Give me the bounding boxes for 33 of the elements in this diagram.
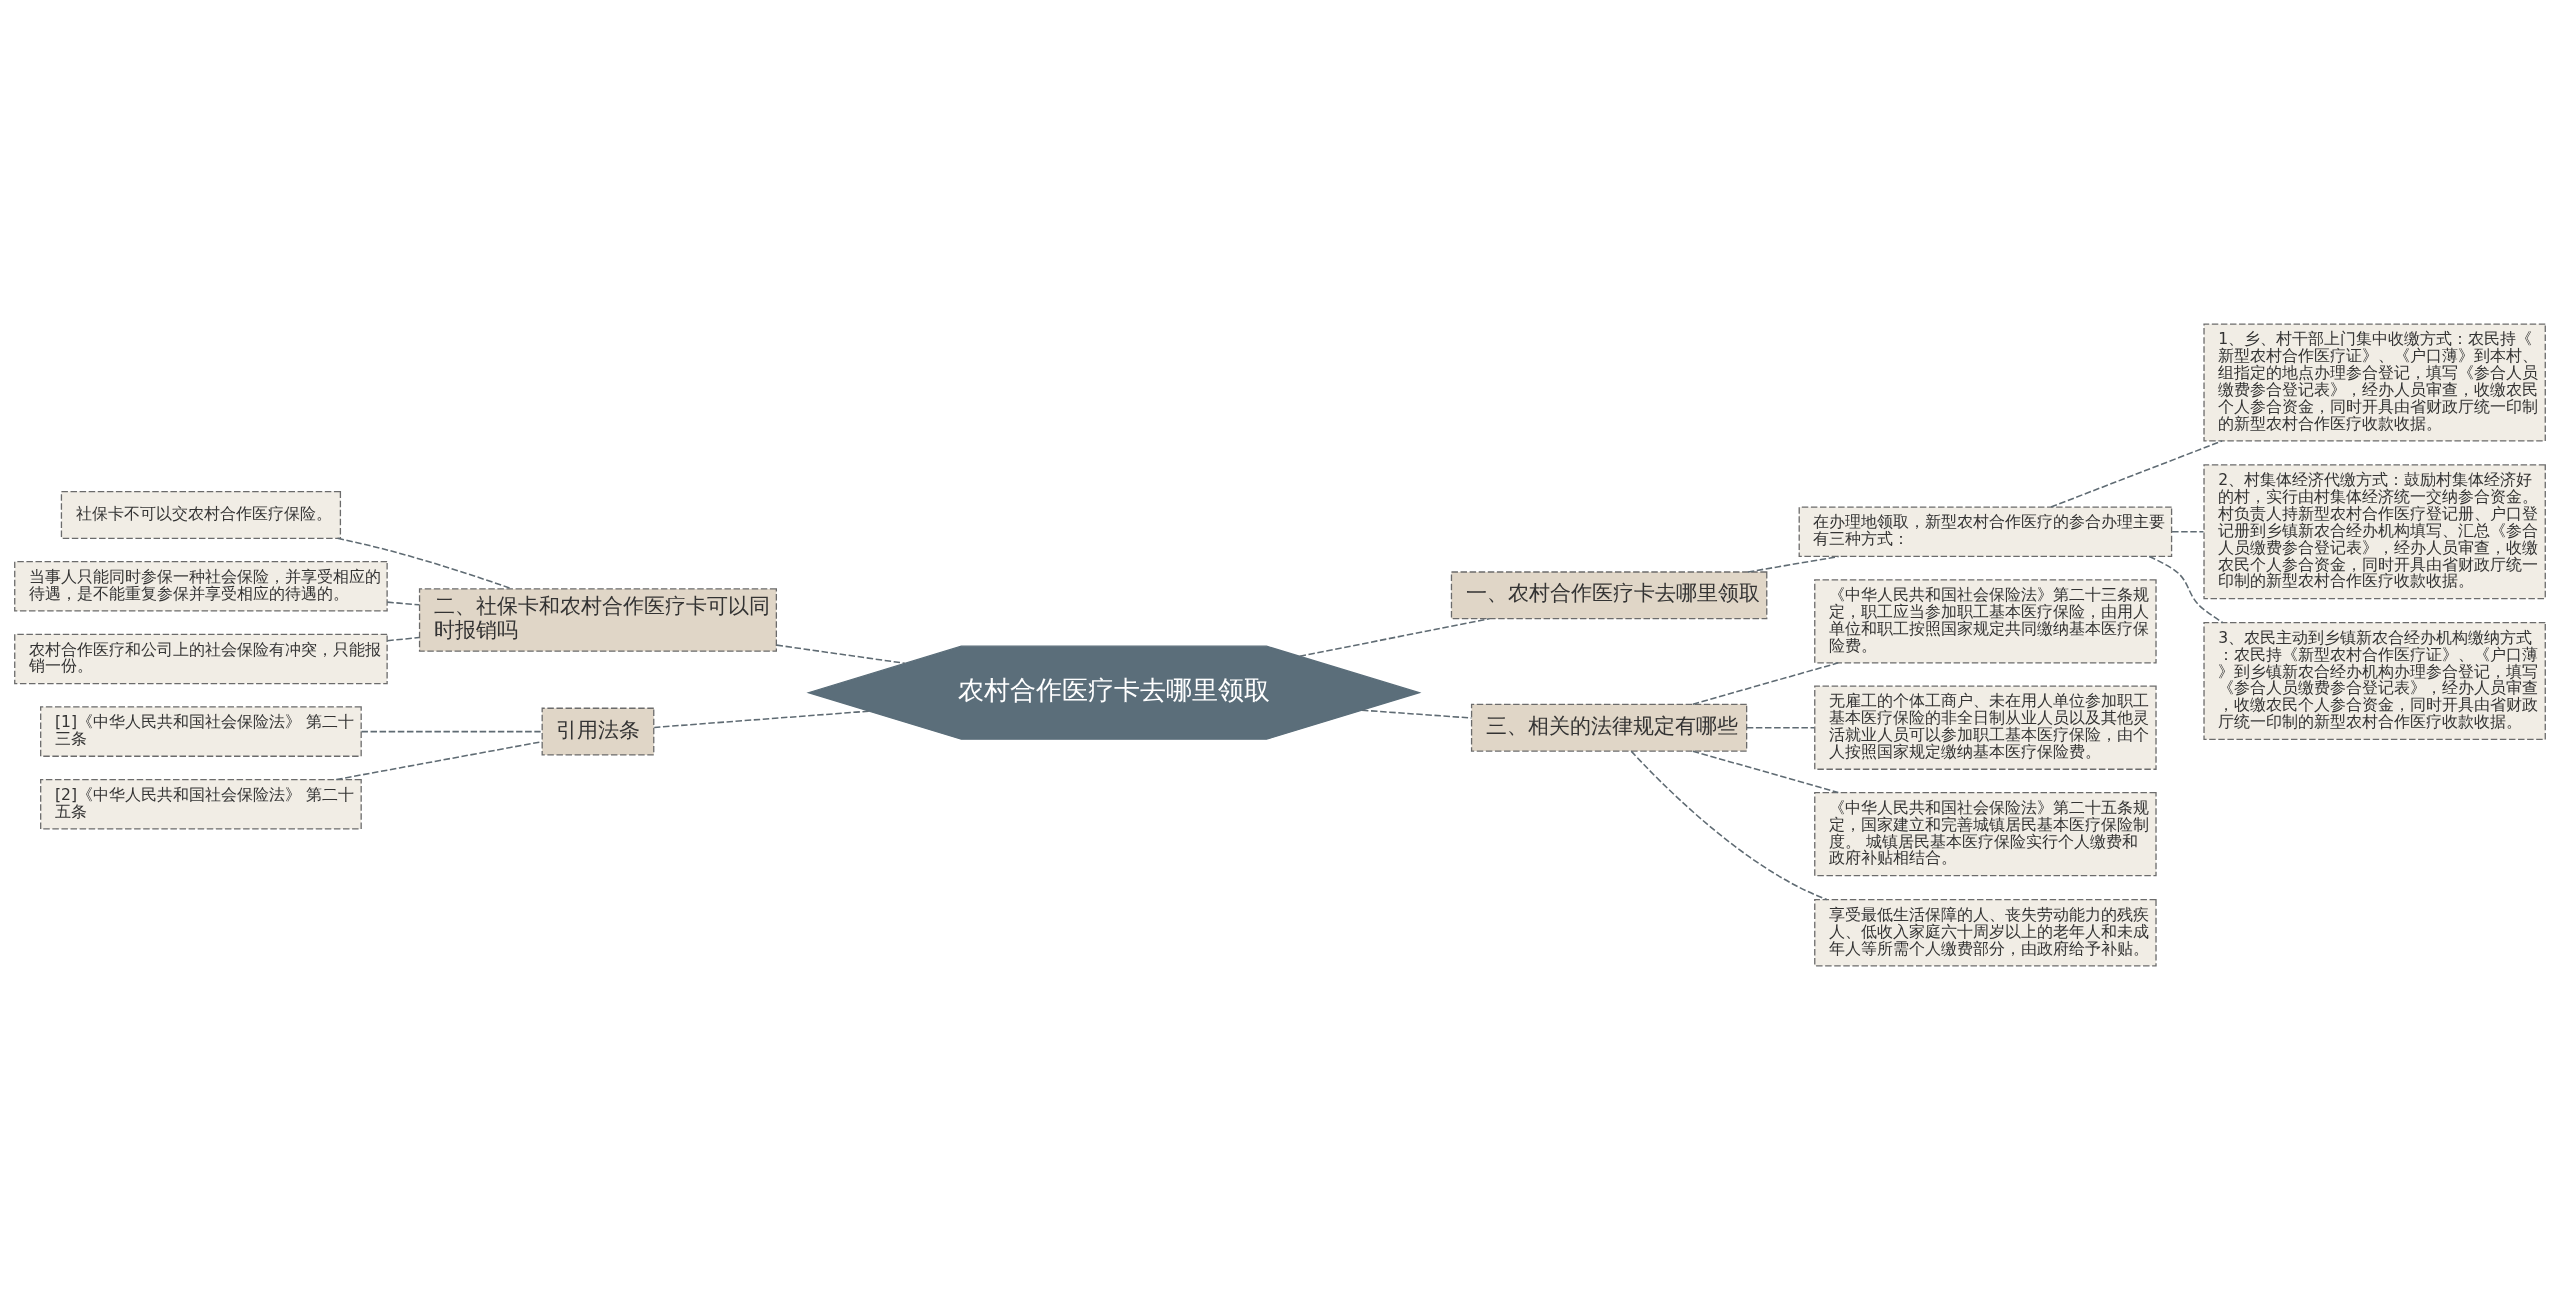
connector [1692,662,1839,705]
connector [1747,555,1840,573]
connector [2148,555,2224,624]
node-box: 《中华人民共和国社会保险法》第二十三条规定，职工应当参加职工基本医疗保险，由用人单位和职工按照国家规定共同缴纳基本医疗保险费。 [1814,579,2157,664]
node-box: 农村合作医疗和公司上的社会保险有冲突，只能报销一份。 [14,633,388,685]
connector [775,644,906,665]
node-box: 三、相关的法律规定有哪些 [1470,703,1748,752]
connector [1298,618,1491,657]
connector [2171,531,2205,533]
connector [1692,750,1839,794]
node-box: 在办理地领取，新型农村合作医疗的参合办理主要有三种方式： [1798,506,2173,558]
connector [653,710,870,729]
node-box: 二、社保卡和农村合作医疗卡可以同时报销吗 [418,588,777,652]
connector [386,601,420,606]
node-box: 3、农民主动到乡镇新农合经办机构缴纳方式：农民持《新型农村合作医疗证》、《户口薄》到乡镇新农合经办机构办理参合登记，填写《参合人员缴费参合登记表》，经办人员审查，收缴农民个人参合资金，同时开具由省财政厅统一印制的新型农村合作医疗收款收据。 [2203,621,2546,741]
connector [1630,750,1828,901]
node-box: 社保卡不可以交农村合作医疗保险。 [60,490,342,539]
node-box: 享受最低生活保障的人、丧失劳动能力的残疾人、低收入家庭六十周岁以上的老年人和未成年人等所需个人缴费部分，由政府给予补贴。 [1814,899,2157,967]
connector [2050,440,2223,508]
node-box: [1]《中华人民共和国社会保险法》 第二十三条 [40,706,362,757]
node-box: 2、村集体经济代缴方式：鼓励村集体经济好的村，实行由村集体经济统一交纳参合资金。村负责人持新型农村合作医疗登记册、户口登记册到乡镇新农合经办机构填写、汇总《参合人员缴费参合登记表》，经办人员审查，收缴农民个人参合资金，同时开具由省财政厅统一印制的新型农村合作医疗收款收据。 [2203,464,2546,600]
connector [360,730,543,733]
node-box: 一、农村合作医疗卡去哪里领取 [1450,571,1768,620]
connector [386,636,420,642]
node-box: 无雇工的个体工商户、未在用人单位参加职工基本医疗保险的非全日制从业人员以及其他灵活就业人员可以参加职工基本医疗保险，由个人按照国家规定缴纳基本医疗保险费。 [1814,685,2157,770]
node-box: [2]《中华人民共和国社会保险法》 第二十五条 [40,778,362,830]
connector [1361,709,1473,719]
node-box: 引用法条 [541,707,655,756]
node-box: 《中华人民共和国社会保险法》第二十五条规定，国家建立和完善城镇居民基本医疗保险制度。 城镇居民基本医疗保险实行个人缴费和政府补贴相结合。 [1814,791,2157,877]
connector [336,537,513,590]
node-box: 当事人只能同时参保一种社会保险，并享受相应的待遇，是不能重复参保并享受相应的待遇的。 [14,561,388,612]
connector [1746,726,1815,729]
node-box: 1、乡、村干部上门集中收缴方式：农民持《新型农村合作医疗证》、《户口薄》到本村、组指定的地点办理参合登记，填写《参合人员缴费参合登记表》，经办人员审查，收缴农民个人参合资金，同时开具由省财政厅统一印制的新型农村合作医疗收款收据。 [2203,323,2546,442]
